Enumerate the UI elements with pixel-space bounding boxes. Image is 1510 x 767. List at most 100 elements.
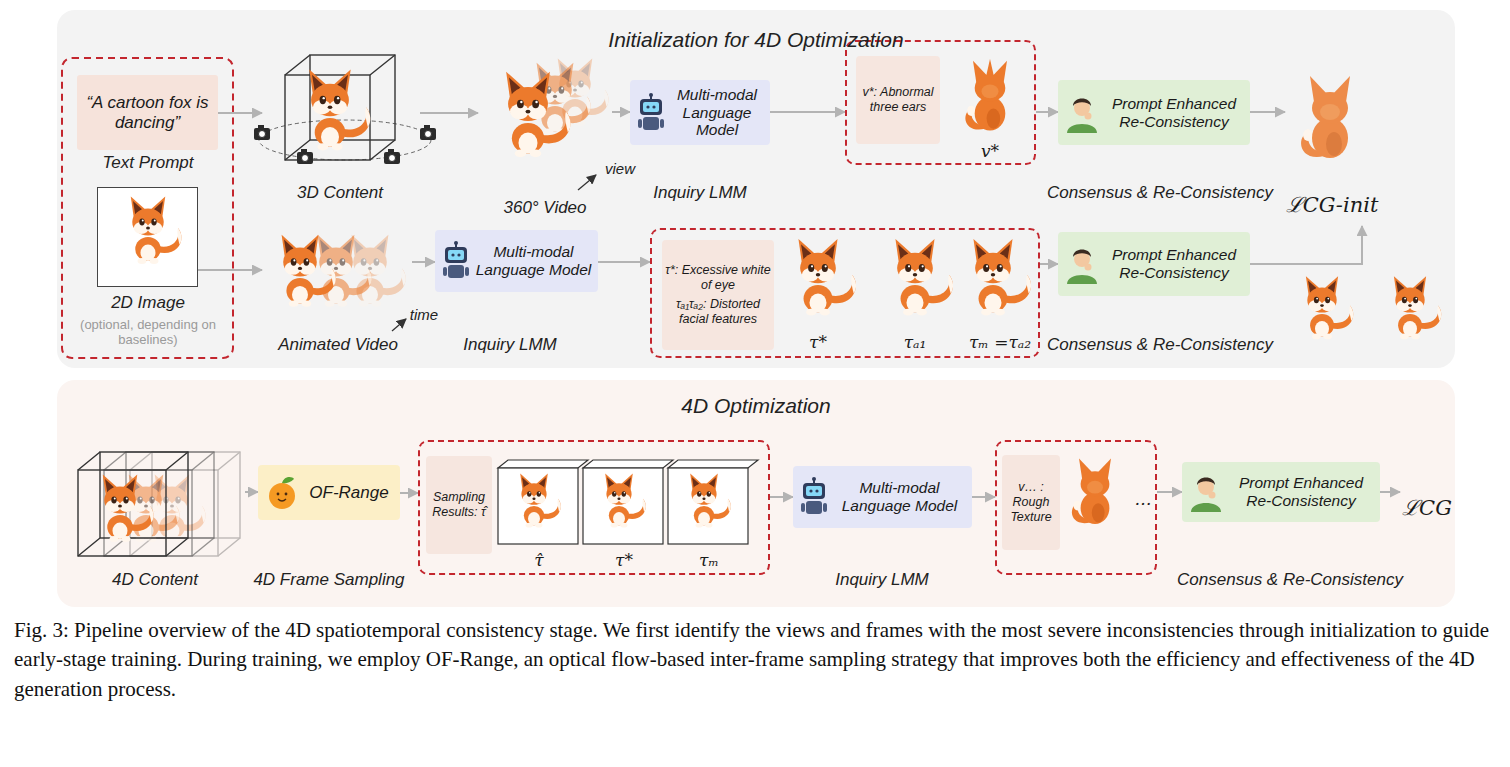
- fox-figure: [103, 475, 154, 543]
- flow-arrow: [612, 111, 630, 113]
- fox-eye: [578, 81, 583, 88]
- robot-head: [445, 247, 467, 263]
- box-text: Prompt Enhanced Re-Consistency: [1104, 246, 1244, 282]
- box-frame: Multi-modal Language Model: [435, 230, 598, 292]
- frame-top: [498, 460, 588, 468]
- frame-label: τₐ₁: [890, 333, 940, 353]
- panel-title: 4D Optimization: [406, 394, 1106, 418]
- fox-eye: [1314, 297, 1319, 303]
- fox-nose: [526, 110, 531, 114]
- person-hand: [1085, 264, 1092, 271]
- flow-arrow: [420, 112, 478, 114]
- fox-tail-tip: [367, 268, 371, 286]
- flow-arrow: [245, 491, 258, 493]
- eye-highlight: [624, 492, 626, 494]
- fox-foot: [515, 150, 526, 158]
- robot-eye: [457, 253, 460, 256]
- person-body: [1067, 275, 1097, 284]
- fox-figure: [1306, 276, 1353, 339]
- fox-eye: [707, 491, 711, 497]
- eye-highlight: [825, 265, 827, 267]
- fox-eye: [532, 100, 539, 109]
- robot-screen: [643, 102, 659, 112]
- fox-tail-tip: [728, 499, 731, 512]
- fox-body: [512, 123, 544, 153]
- view-arrow: [578, 175, 596, 190]
- fox-eye: [320, 96, 326, 104]
- fox-figure: [506, 72, 570, 158]
- fox-shade: [987, 108, 1001, 128]
- camera-icon: [297, 149, 313, 164]
- orange-icon: [264, 473, 300, 513]
- fox-foot: [705, 523, 712, 528]
- eye-highlight: [376, 259, 378, 261]
- panel: “A cartoon fox is dancing”Text Prompt2D …: [57, 10, 1455, 368]
- fox-foot: [359, 300, 369, 306]
- eye-highlight: [1327, 298, 1329, 300]
- fox-nose: [532, 498, 535, 500]
- fox-figure: [155, 475, 206, 543]
- eye-highlight: [1316, 298, 1318, 300]
- cube-front: [104, 470, 192, 556]
- fox-foot: [544, 128, 554, 134]
- flow-arrow: [218, 112, 262, 114]
- fox-nose: [1408, 304, 1412, 307]
- flow-arrow: [1380, 491, 1400, 493]
- eye-highlight: [581, 82, 583, 84]
- video-figure: 360° Video: [478, 45, 612, 220]
- panel-title: Initialization for 4D Optimization: [406, 28, 1106, 52]
- fox-foot: [372, 300, 382, 306]
- fox-eye: [327, 258, 333, 265]
- cube-wireframe: [104, 452, 214, 556]
- eye-highlight: [337, 97, 339, 99]
- orange-eye: [285, 492, 288, 495]
- robot-eye: [451, 253, 454, 256]
- caption-label: 360° Video: [480, 198, 610, 218]
- orange-eye: [277, 492, 280, 495]
- ellipsis-label: …: [1131, 490, 1155, 510]
- fox-head: [1312, 92, 1348, 124]
- fox-body: [901, 285, 930, 312]
- fox-foot: [903, 309, 913, 316]
- box-frame: “A cartoon fox is dancing”: [77, 75, 218, 150]
- fox-nose: [170, 505, 174, 508]
- fox-head: [800, 253, 836, 284]
- fox-head: [606, 483, 631, 505]
- fox-foot: [302, 300, 312, 306]
- fox-tail-tip: [1437, 306, 1441, 321]
- fox-foot: [917, 309, 927, 316]
- issue-box: v… : Rough Texture: [1002, 455, 1060, 550]
- person-hair: [1073, 250, 1091, 258]
- frame-label: τₘ: [689, 551, 729, 571]
- fox-body: [286, 278, 313, 304]
- box-frame: τ*: Excessive white of eyeτₐ₁τₐ₂: Distor…: [662, 240, 774, 350]
- fox-eye: [139, 219, 144, 226]
- loss-label: ℒCG: [1400, 496, 1454, 520]
- eye-highlight: [140, 498, 142, 500]
- frame-label: τₘ =τₐ₂: [960, 333, 1040, 353]
- box-text: v… : Rough Texture: [1005, 480, 1057, 525]
- fox-foot: [1323, 334, 1331, 340]
- fox-eye: [697, 491, 701, 497]
- fox-nose: [118, 505, 122, 508]
- fox-tail-tip: [565, 112, 570, 133]
- robot-icon: [799, 477, 829, 517]
- fox-foot: [1400, 334, 1408, 340]
- fox-eye: [822, 264, 828, 272]
- box-frame: Sampling Results: τ̂: [426, 456, 492, 554]
- fox-eye: [111, 497, 116, 504]
- fox-foot: [995, 309, 1005, 316]
- flow-arrow: [1250, 226, 1362, 264]
- eye-highlight: [922, 265, 924, 267]
- eye-highlight: [520, 101, 522, 103]
- fox-eye: [1402, 297, 1407, 303]
- fox-nose: [913, 273, 917, 276]
- fox-body: [524, 506, 544, 525]
- person-hair: [1197, 478, 1215, 486]
- fox-foot: [620, 523, 627, 528]
- time-arrow: [392, 319, 406, 331]
- fox-nose: [146, 227, 150, 230]
- box-text: Prompt Enhanced Re-Consistency: [1104, 95, 1244, 131]
- flow-arrow: [598, 261, 650, 263]
- consistency-box: Prompt Enhanced Re-ConsistencyConsensus …: [1058, 80, 1250, 205]
